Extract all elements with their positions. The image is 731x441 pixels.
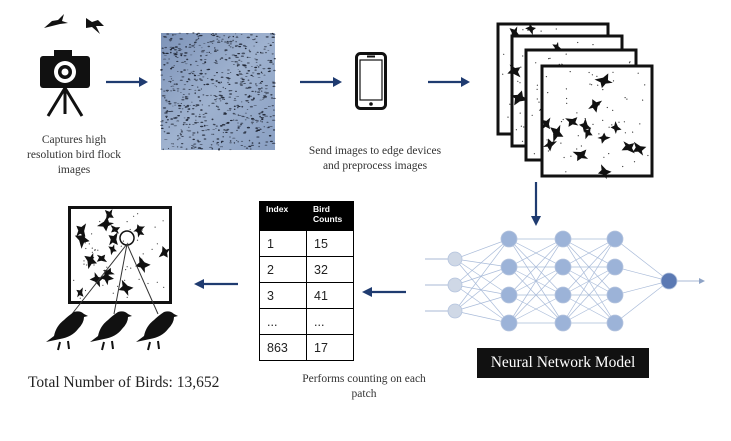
table-header: Index	[259, 201, 307, 231]
pointer-lines	[71, 243, 159, 315]
table-cell: 17	[306, 334, 354, 361]
flow-arrow-down	[531, 182, 541, 226]
edge-caption: Send images to edge devices and preproce…	[308, 145, 442, 172]
table-cell: 2	[259, 256, 307, 283]
bird-flock-photo	[160, 32, 277, 151]
table-row: ......	[259, 308, 354, 335]
neural-network-label: Neural Network Model	[477, 348, 649, 378]
table-cell: 32	[306, 256, 354, 283]
flying-birds-icon	[44, 14, 104, 34]
capture-caption: Captures high resolution bird flock imag…	[27, 134, 121, 176]
table-header: Bird Counts	[306, 201, 354, 231]
flow-arrow-left	[362, 287, 406, 297]
counted-patch	[68, 206, 172, 304]
counting-caption: Performs counting on each patch	[302, 373, 426, 400]
flow-arrow	[300, 77, 342, 87]
flow-arrow	[428, 77, 470, 87]
table-cell: ...	[306, 308, 354, 335]
table-cell: 1	[259, 230, 307, 257]
table-cell: 15	[306, 230, 354, 257]
camera-tripod-icon	[40, 50, 90, 117]
flow-arrow-left	[194, 279, 238, 289]
table-cell: 3	[259, 282, 307, 309]
bird-silhouette-icon	[136, 311, 178, 351]
bird-silhouette-icon	[90, 311, 132, 351]
table-cell: 863	[259, 334, 307, 361]
image-patches-stack	[496, 22, 654, 180]
total-birds-label: Total Number of Birds: 13,652	[28, 374, 220, 391]
phone-icon	[355, 52, 387, 110]
table-cell: 41	[306, 282, 354, 309]
table-cell: ...	[259, 308, 307, 335]
flow-arrow	[106, 77, 148, 87]
bird-silhouette-icon	[46, 311, 88, 351]
neural-network-diagram	[425, 230, 705, 332]
